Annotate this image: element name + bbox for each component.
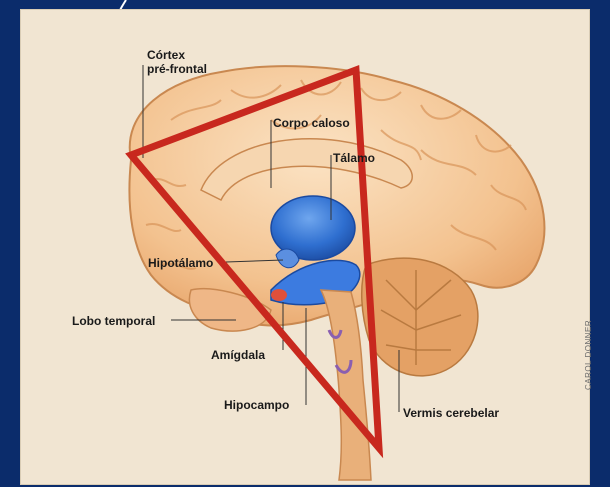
label-cortex-prefrontal: Córtex pré-frontal	[147, 48, 207, 76]
brain-illustration	[21, 10, 589, 484]
label-hipotalamo: Hipotálamo	[148, 256, 213, 270]
label-amigdala: Amígdala	[211, 348, 265, 362]
label-cortex-line2: pré-frontal	[147, 62, 207, 76]
label-talamo: Tálamo	[333, 151, 375, 165]
label-corpo-caloso: Corpo caloso	[273, 116, 350, 130]
label-cortex-line1: Córtex	[147, 48, 207, 62]
label-hipocampo: Hipocampo	[224, 398, 289, 412]
illustration-credit: CAROL DONNER	[584, 320, 593, 390]
label-vermis-cerebelar: Vermis cerebelar	[403, 406, 499, 420]
label-lobo-temporal: Lobo temporal	[72, 314, 155, 328]
brain-diagram-panel: Córtex pré-frontal Corpo caloso Tálamo H…	[20, 9, 590, 485]
amygdala-shape	[271, 289, 287, 301]
